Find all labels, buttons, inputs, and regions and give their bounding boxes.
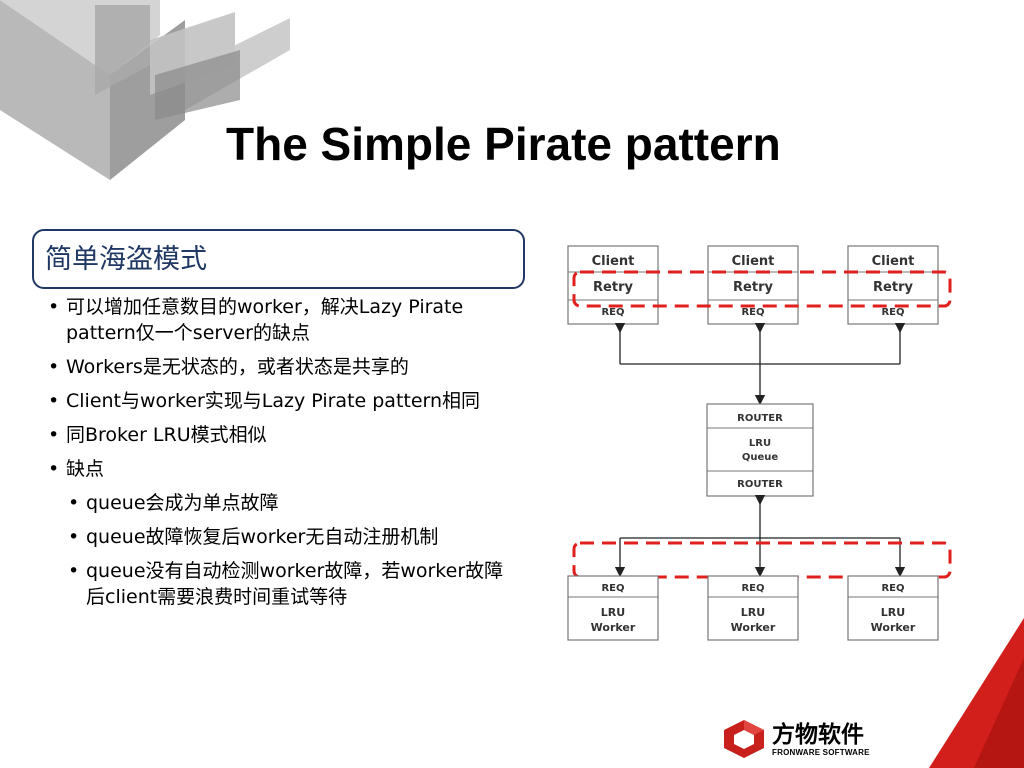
retry-highlight	[572, 270, 952, 308]
sub-bullet-item: • queue没有自动检测worker故障，若worker故障后client需要…	[64, 558, 512, 610]
worker-box: REQ LRU Worker	[707, 575, 799, 641]
worker-lru-label: LRU	[741, 606, 765, 619]
corner-decoration	[0, 0, 290, 180]
sub-bullet-item: • queue故障恢复后worker无自动注册机制	[64, 524, 512, 550]
retry-label: Retry	[593, 280, 633, 295]
worker-lru-label: LRU	[601, 606, 625, 619]
worker-label: Worker	[591, 621, 636, 634]
worker-label: Worker	[871, 621, 916, 634]
retry-label: Retry	[873, 280, 913, 295]
client-label: Client	[592, 254, 635, 269]
bullet-dot-icon: •	[68, 526, 80, 548]
router-top-label: ROUTER	[737, 413, 783, 424]
red-corner-decoration	[929, 618, 1024, 768]
subtitle-box: 简单海盗模式	[32, 229, 525, 289]
subtitle-text: 简单海盗模式	[45, 244, 207, 275]
bullet-dot-icon: •	[68, 492, 80, 514]
architecture-diagram: Client Retry REQ Client Retry REQ Client…	[567, 245, 952, 641]
bullet-text: queue没有自动检测worker故障，若worker故障后client需要浪费…	[86, 560, 504, 608]
bullet-dot-icon: •	[68, 560, 80, 582]
bullet-dot-icon: •	[48, 424, 60, 446]
bullet-list: • 可以增加任意数目的worker，解决Lazy Pirate pattern仅…	[44, 294, 512, 618]
worker-highlight	[572, 541, 952, 579]
worker-req-label: REQ	[881, 583, 904, 594]
client-label: Client	[732, 254, 775, 269]
queue-label: Queue	[742, 452, 779, 463]
req-label: REQ	[601, 307, 624, 318]
req-label: REQ	[881, 307, 904, 318]
client-label: Client	[872, 254, 915, 269]
logo-chinese-name: 方物软件	[772, 722, 864, 748]
worker-label: Worker	[731, 621, 776, 634]
bullet-item: • Workers是无状态的，或者状态是共享的	[44, 354, 512, 380]
bullet-text: 缺点	[66, 458, 105, 480]
bullet-item: • 缺点	[44, 456, 512, 482]
bullet-text: 同Broker LRU模式相似	[66, 424, 267, 446]
bullet-text: Client与worker实现与Lazy Pirate pattern相同	[66, 390, 481, 412]
worker-lru-label: LRU	[881, 606, 905, 619]
bullet-dot-icon: •	[48, 390, 60, 412]
router-bottom-label: ROUTER	[737, 479, 783, 490]
worker-box: REQ LRU Worker	[567, 575, 659, 641]
logo-english-name: FRONWARE SOFTWARE	[772, 748, 870, 757]
bullet-dot-icon: •	[48, 296, 60, 318]
retry-label: Retry	[733, 280, 773, 295]
worker-req-label: REQ	[601, 583, 624, 594]
worker-req-label: REQ	[741, 583, 764, 594]
lru-label: LRU	[749, 438, 771, 449]
slide-title: The Simple Pirate pattern	[226, 118, 781, 170]
bullet-text: 可以增加任意数目的worker，解决Lazy Pirate pattern仅一个…	[66, 296, 464, 344]
bullet-dot-icon: •	[48, 458, 60, 480]
bullet-item: • 同Broker LRU模式相似	[44, 422, 512, 448]
worker-box: REQ LRU Worker	[847, 575, 939, 641]
broker-box: ROUTER LRU Queue ROUTER	[706, 403, 814, 497]
bullet-text: queue会成为单点故障	[86, 492, 279, 514]
bullet-text: queue故障恢复后worker无自动注册机制	[86, 526, 439, 548]
bullet-text: Workers是无状态的，或者状态是共享的	[66, 356, 409, 378]
bullet-item: • Client与worker实现与Lazy Pirate pattern相同	[44, 388, 512, 414]
bullet-dot-icon: •	[48, 356, 60, 378]
bullet-item: • 可以增加任意数目的worker，解决Lazy Pirate pattern仅…	[44, 294, 512, 346]
client-box: Client Retry REQ	[567, 245, 659, 325]
req-label: REQ	[741, 307, 764, 318]
sub-bullet-item: • queue会成为单点故障	[64, 490, 512, 516]
company-logo-icon	[724, 720, 764, 758]
client-box: Client Retry REQ	[707, 245, 799, 325]
client-box: Client Retry REQ	[847, 245, 939, 325]
